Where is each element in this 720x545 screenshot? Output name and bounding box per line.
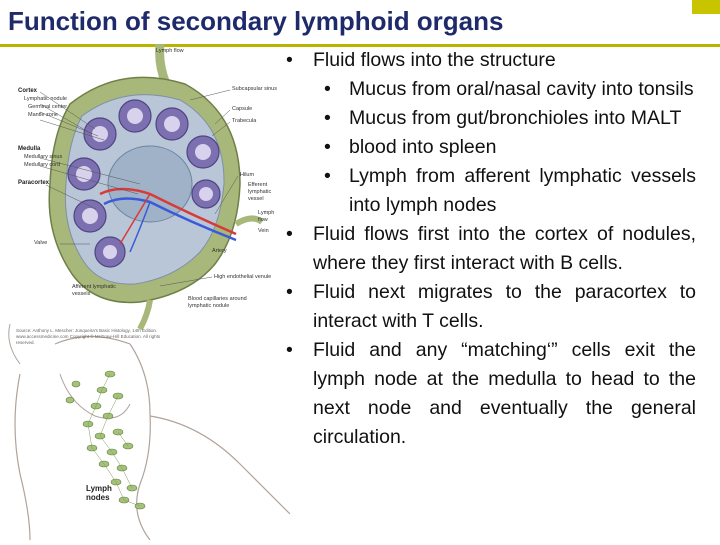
title-underline (0, 44, 720, 47)
bullet-dot-icon: • (286, 49, 293, 71)
label-efferent-vessel: Efferent lymphatic vessel (248, 182, 272, 202)
bullet-dot-icon: • (324, 107, 331, 129)
label-lymph-flow-right: Lymph flow (258, 210, 275, 223)
label-artery: Artery (212, 248, 227, 254)
label-medullary-cord: Medullary cord (24, 162, 61, 168)
bullet-text: Mucus from oral/nasal cavity into tonsil… (349, 78, 694, 100)
label-trabecula: Trabecula (232, 118, 257, 124)
bullet-text: Fluid flows into the structure (313, 49, 556, 71)
bullet-dot-icon: • (324, 78, 331, 100)
title-bar: Function of secondary lymphoid organs (0, 0, 720, 44)
corner-accent (692, 0, 720, 14)
label-lymph-nodes: Lymph nodes (86, 484, 112, 502)
sub-bullet-item: • Lymph from afferent lymphatic vessels i… (282, 162, 696, 220)
bullet-item: • Fluid and any “matching‘” cells exit th… (282, 336, 696, 452)
label-medullary-sinus: Medullary sinus (24, 154, 63, 160)
label-capsule: Capsule (232, 106, 253, 112)
bullet-item: • Fluid flows first into the cortex of no… (282, 220, 696, 278)
label-high-endothelial: High endothelial venule (214, 274, 272, 280)
label-valve: Valve (34, 240, 48, 246)
bullet-dot-icon: • (286, 281, 293, 303)
bullet-dot-icon: • (324, 136, 331, 158)
bullet-item: • Fluid flows into the structure (282, 46, 696, 75)
label-lymphatic-nodule: Lymphatic nodule (24, 96, 67, 102)
bullet-text: Fluid flows first into the cortex of nod… (313, 223, 696, 274)
bullet-list: • Fluid flows into the structure • Mucus fr… (282, 46, 696, 452)
label-paracortex: Paracortex (18, 180, 50, 186)
bullet-dot-icon: • (286, 223, 293, 245)
label-medulla: Medulla (18, 146, 41, 152)
lymph-node-illustration (8, 43, 291, 541)
figure-credit: Source: Anthony L. Mescher: Junqueira's … (16, 328, 161, 345)
bullet-text: blood into spleen (349, 136, 497, 158)
label-hilum: Hilum (240, 172, 255, 178)
label-blood-capillaries: Blood capillaries around lymphatic nodul… (188, 296, 247, 309)
label-vein: Vein (258, 228, 269, 234)
bullet-item: • Fluid next migrates to the paracortex t… (282, 278, 696, 336)
bullet-dot-icon: • (324, 165, 331, 187)
sub-bullet-item: • blood into spleen (282, 133, 696, 162)
page-title: Function of secondary lymphoid organs (8, 6, 504, 36)
label-mantle-zone: Mantle zone (28, 112, 58, 118)
label-subcapsular-sinus: Subcapsular sinus (232, 86, 277, 92)
sub-bullet-item: • Mucus from gut/bronchioles into MALT (282, 104, 696, 133)
sub-bullet-item: • Mucus from oral/nasal cavity into tonsi… (282, 75, 696, 104)
bullet-text: Fluid next migrates to the paracortex to… (313, 281, 696, 332)
bullet-text: Lymph from afferent lymphatic vessels in… (349, 165, 696, 216)
bullet-text: Fluid and any “matching‘” cells exit the… (313, 339, 696, 448)
bullet-dot-icon: • (286, 339, 293, 361)
lymph-node-figure: Lymph flow Cortex Lymphatic nodule Germi… (0, 43, 291, 541)
label-cortex: Cortex (18, 88, 38, 94)
label-afferent-vessels: Afferent lymphatic vessels (72, 284, 116, 297)
bullet-text: Mucus from gut/bronchioles into MALT (349, 107, 682, 129)
label-germinal-center: Germinal center (28, 104, 68, 110)
label-lymph-flow: Lymph flow (156, 48, 184, 54)
